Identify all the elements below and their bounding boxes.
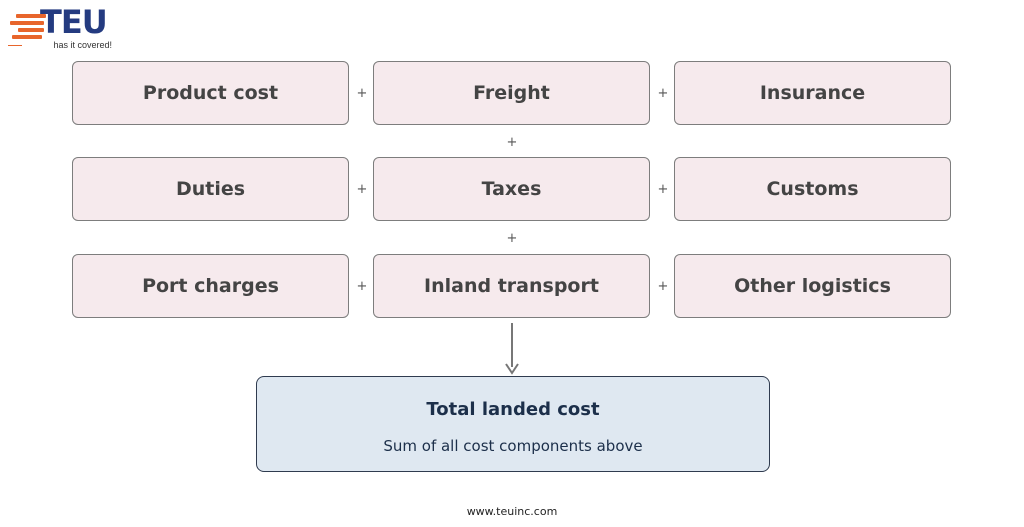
down-arrow-icon — [505, 363, 519, 375]
component-insurance: Insurance — [674, 61, 951, 125]
plus-operator: + — [356, 279, 368, 294]
total-subtitle: Sum of all cost components above — [383, 437, 643, 455]
plus-operator: + — [657, 86, 669, 101]
plus-operator: + — [356, 86, 368, 101]
component-inland-transport: Inland transport — [373, 254, 650, 318]
component-duties: Duties — [72, 157, 349, 221]
logo-tagline: has it covered! — [53, 40, 112, 50]
total-title: Total landed cost — [426, 399, 600, 420]
component-freight: Freight — [373, 61, 650, 125]
plus-operator: + — [657, 279, 669, 294]
teu-logo: TEU has it covered! — [6, 4, 112, 52]
component-customs: Customs — [674, 157, 951, 221]
component-other-logistics: Other logistics — [674, 254, 951, 318]
logo-tag-divider — [8, 45, 22, 46]
footer-url: www.teuinc.com — [466, 505, 558, 518]
plus-operator: + — [506, 135, 518, 150]
component-port-charges: Port charges — [72, 254, 349, 318]
logo-wordmark: TEU — [40, 3, 108, 41]
plus-operator: + — [657, 182, 669, 197]
component-product-cost: Product cost — [72, 61, 349, 125]
plus-operator: + — [506, 231, 518, 246]
total-landed-cost-box: Total landed cost Sum of all cost compon… — [256, 376, 770, 472]
logo-motion-bars-icon — [8, 10, 48, 39]
plus-operator: + — [356, 182, 368, 197]
component-taxes: Taxes — [373, 157, 650, 221]
down-arrow-shaft — [511, 323, 513, 367]
